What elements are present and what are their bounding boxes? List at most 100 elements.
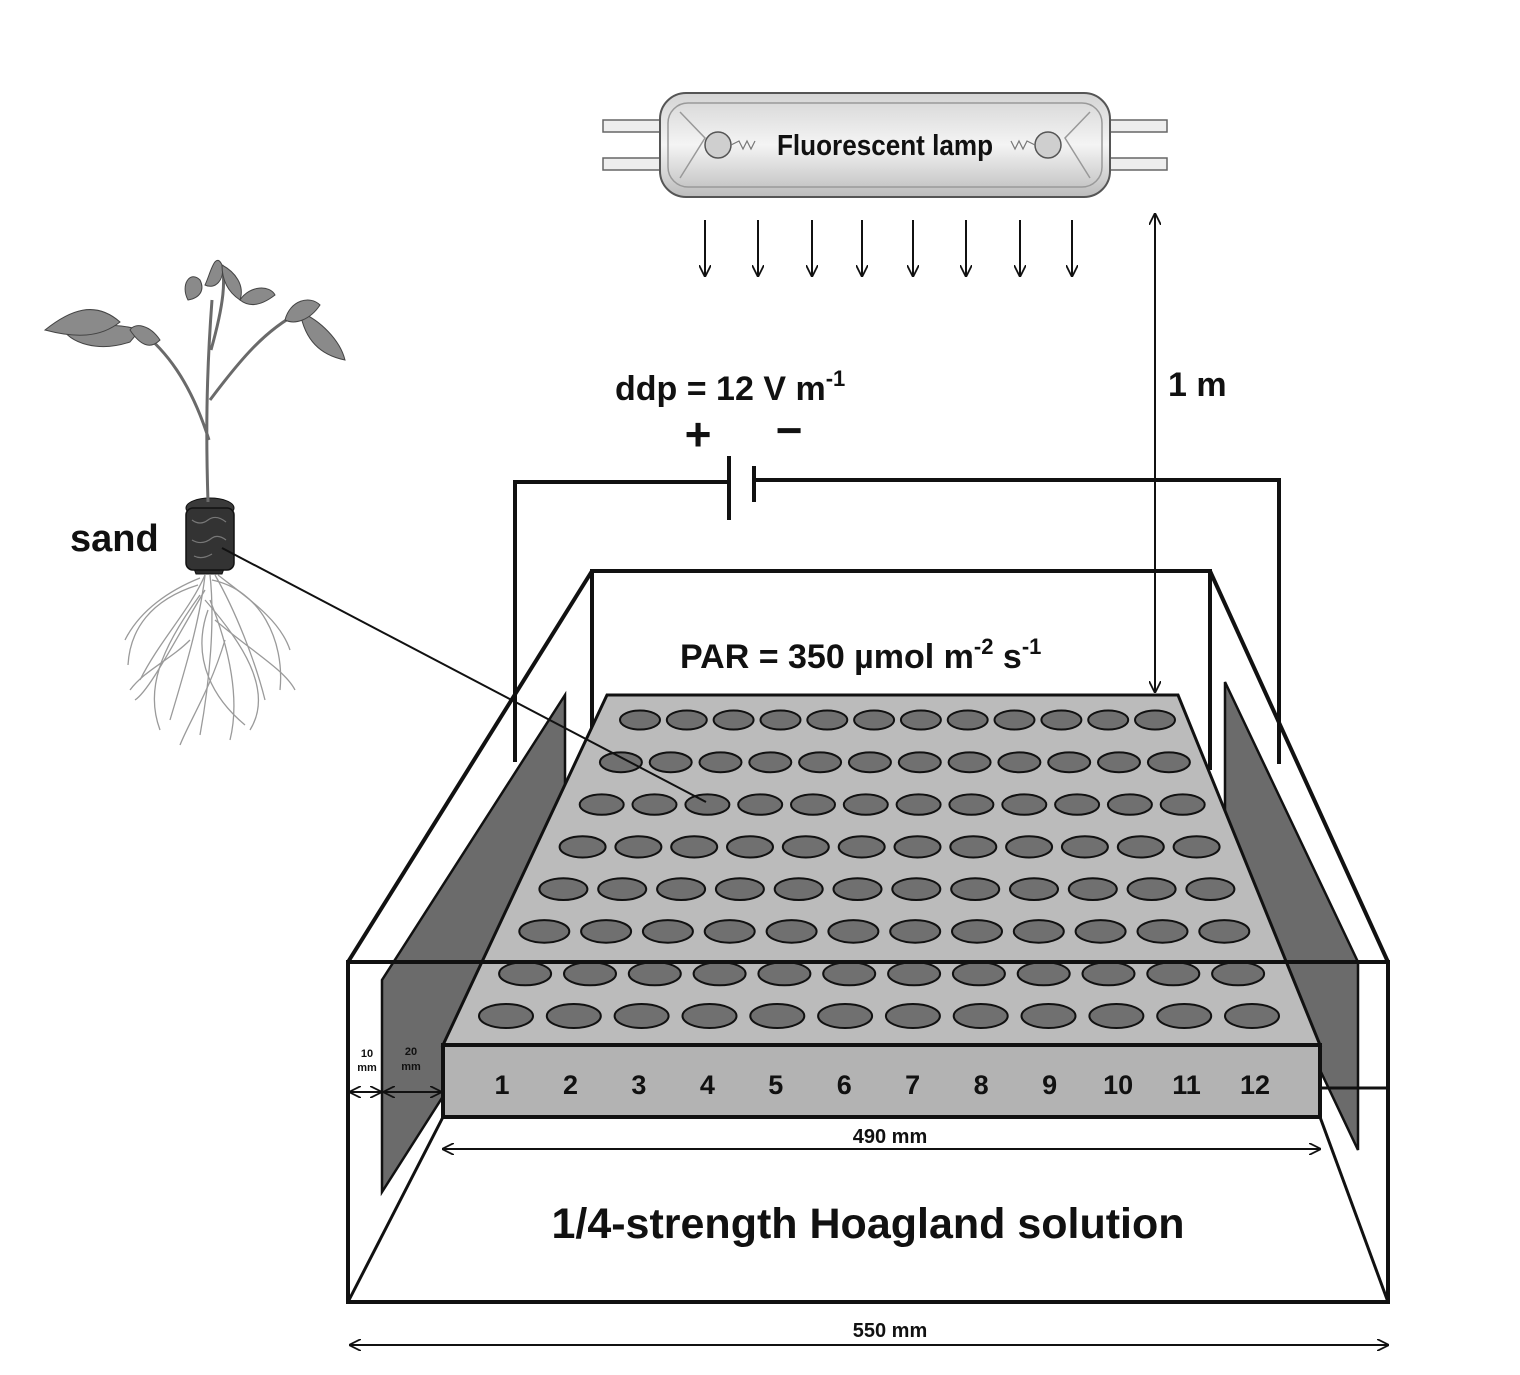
tray-cell <box>737 793 784 816</box>
sand-label: sand <box>70 518 159 560</box>
tray-cell <box>950 877 1001 901</box>
tray-cell <box>545 1003 602 1029</box>
tray-cell <box>1040 709 1083 731</box>
tray-cell <box>703 919 756 944</box>
column-number: 3 <box>631 1070 646 1100</box>
tray-cell <box>889 919 942 944</box>
tray-cell <box>684 793 731 816</box>
tray-cell <box>806 709 849 731</box>
column-number: 10 <box>1103 1070 1133 1100</box>
column-number: 9 <box>1042 1070 1057 1100</box>
tray-cell <box>952 1003 1009 1029</box>
tray-cell <box>748 751 793 774</box>
gap1-value: 10 <box>361 1048 373 1060</box>
tray-cell <box>790 793 836 816</box>
tray-cell <box>899 709 942 731</box>
tray-cell <box>993 709 1036 731</box>
tray-cell <box>714 877 765 901</box>
tray-cell <box>895 793 942 816</box>
fluorescent-lamp: Fluorescent lamp <box>602 92 1168 198</box>
tray-cell <box>613 1003 670 1029</box>
tray-cell <box>891 877 942 901</box>
tray-cell <box>1146 961 1201 987</box>
tray-cell <box>842 793 889 816</box>
tray-cell <box>817 1003 874 1029</box>
tray-cell <box>712 709 755 731</box>
tray-cell <box>1211 961 1266 987</box>
tray-cell <box>1156 1003 1213 1029</box>
tray-cell <box>1054 793 1101 816</box>
tray-cell <box>1074 919 1127 944</box>
tray-cell <box>698 751 743 774</box>
tray-cell <box>597 877 648 901</box>
tray-cell <box>1185 877 1236 901</box>
tray-cell <box>670 835 719 859</box>
tray-cell <box>946 709 989 731</box>
tray-cell <box>949 835 998 859</box>
tray-cell <box>853 709 896 731</box>
tray-cell <box>498 961 553 987</box>
column-number: 12 <box>1240 1070 1270 1100</box>
tray-cell <box>765 919 818 944</box>
tray-cell <box>997 751 1042 774</box>
column-number: 5 <box>768 1070 783 1100</box>
tray-cell <box>614 835 663 859</box>
tray-cell <box>948 793 995 816</box>
tray-cell <box>619 709 661 731</box>
tray-cell <box>1005 835 1054 859</box>
tray-cell <box>1020 1003 1077 1029</box>
tray-cell <box>757 961 812 987</box>
tray-cell <box>951 961 1006 987</box>
tray-cell <box>1172 835 1221 859</box>
tank-front <box>346 960 1390 1304</box>
tray-cell <box>884 1003 941 1029</box>
tray-cell <box>1009 877 1059 901</box>
tray-cell <box>822 961 877 987</box>
tray-cell <box>1016 961 1071 987</box>
tray-cell <box>656 877 707 901</box>
tray-cell <box>759 709 802 731</box>
tray-cell <box>648 751 693 774</box>
gap2-unit: mm <box>401 1061 421 1073</box>
seedling-tray-top <box>440 693 1323 1047</box>
tank-back <box>346 569 1390 964</box>
par-label: PAR = 350 µmol m-2 s-1 <box>680 634 1041 676</box>
tray-cell-grid <box>478 709 1280 1029</box>
circuit-wiring <box>513 456 1281 764</box>
tray-cell <box>627 961 682 987</box>
tray-cell <box>798 751 843 774</box>
tray-cell <box>1224 1003 1280 1029</box>
column-number: 7 <box>905 1070 920 1100</box>
tomato-seedling <box>43 259 346 746</box>
column-number: 4 <box>700 1070 715 1100</box>
tray-cell <box>1116 835 1165 859</box>
tray-cell <box>665 709 708 731</box>
tray-cell <box>1067 877 1118 901</box>
seedling-tray-front <box>441 1043 1322 1119</box>
distance-label: 1 m <box>1168 366 1227 404</box>
tray-cell <box>598 751 643 774</box>
tray-cell <box>631 793 678 816</box>
tray-cell <box>951 919 1003 944</box>
voltage-label: ddp = 12 V m-1 <box>615 366 845 408</box>
tray-cell <box>897 751 942 774</box>
column-number: 1 <box>494 1070 509 1100</box>
column-number: 2 <box>563 1070 578 1100</box>
tray-cell <box>887 961 942 987</box>
plant-roots <box>124 574 296 746</box>
tray-cell <box>827 919 880 944</box>
tray-cell <box>518 919 571 944</box>
tray-cell <box>947 751 992 774</box>
tray-cell <box>1146 751 1191 774</box>
plant-pointer-line <box>221 547 707 803</box>
tray-cell <box>478 1003 534 1029</box>
tray-cell <box>1087 709 1130 731</box>
tray-cell <box>1001 793 1048 816</box>
tray-cell <box>563 961 617 987</box>
tray-cell <box>749 1003 806 1029</box>
tray-cell <box>1012 919 1065 944</box>
tray-cell <box>1106 793 1153 816</box>
light-rays <box>705 220 1072 276</box>
